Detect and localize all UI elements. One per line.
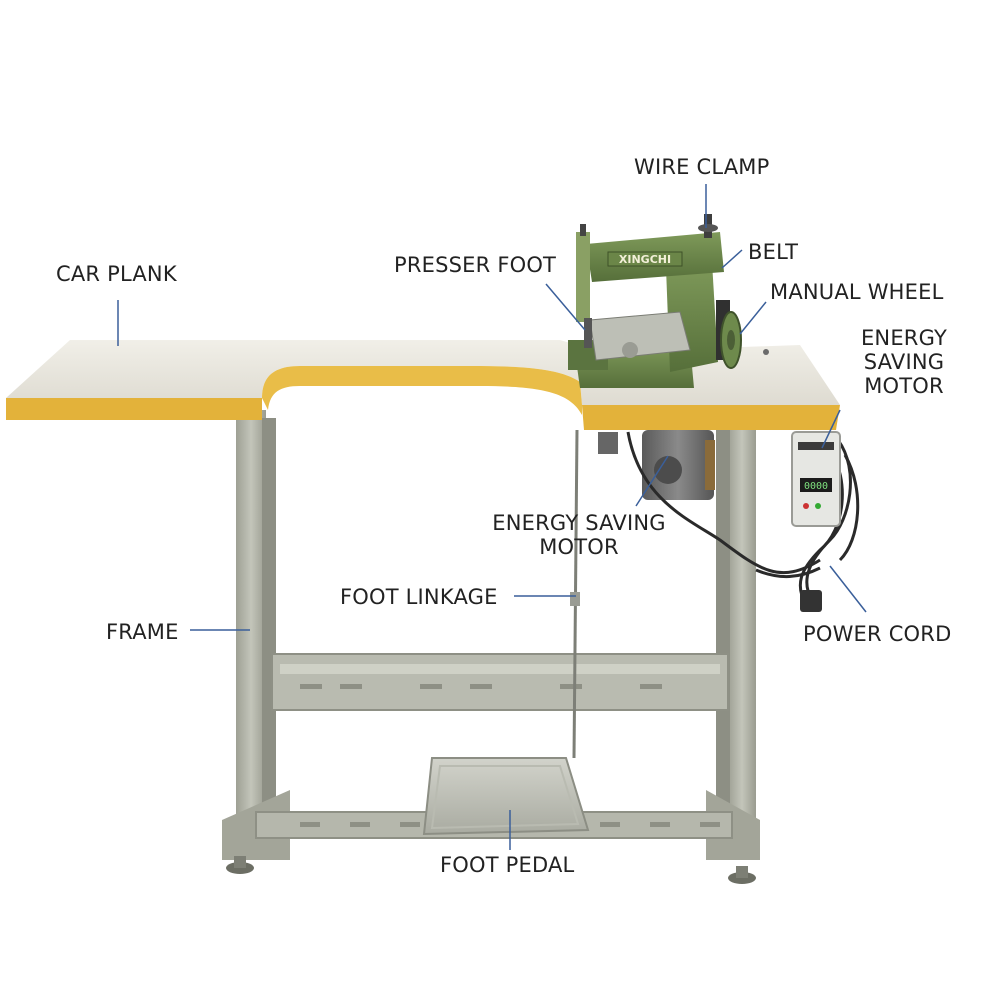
- presser-foot-label: PRESSER FOOT: [394, 253, 557, 277]
- controller-readout: 0000: [804, 481, 828, 492]
- wire-clamp-label: WIRE CLAMP: [634, 155, 770, 179]
- energy-saving-motor-controller: 0000: [791, 431, 841, 527]
- right-front-leg: [728, 420, 756, 840]
- left-rear-leg: [262, 418, 276, 818]
- cross-brace: [271, 653, 729, 711]
- car-plank-label: CAR PLANK: [56, 262, 177, 286]
- left-front-leg: [236, 410, 266, 840]
- leader-presser-foot: [545, 283, 586, 331]
- energy-saving-motor-right-line-2: SAVING: [863, 350, 945, 374]
- leader-power-cord: [829, 565, 867, 613]
- brand-plate: XINGCHI: [619, 253, 671, 266]
- sewing-machine-head: XINGCHI: [568, 214, 742, 388]
- cross-brace-highlight: [280, 664, 720, 674]
- energy-saving-motor-center-line-2: MOTOR: [539, 535, 619, 559]
- foot-pedal-label: FOOT PEDAL: [440, 853, 575, 877]
- leader-energy-saving-motor-center: [635, 455, 669, 507]
- manual-wheel-label: MANUAL WHEEL: [770, 280, 944, 304]
- presser-foot: [584, 318, 592, 348]
- bottom-rail-slots: [300, 822, 720, 827]
- right-rear-leg: [716, 428, 730, 808]
- under-table-motor: [598, 430, 715, 500]
- power-cord-label: POWER CORD: [803, 622, 952, 646]
- leader-energy-saving-motor-right: [821, 409, 841, 449]
- leader-belt: [721, 249, 743, 269]
- frame-label: FRAME: [106, 620, 179, 644]
- energy-saving-motor-center-line-1: ENERGY SAVING: [492, 511, 666, 535]
- energy-saving-motor-center-label: ENERGY SAVING MOTOR: [486, 511, 672, 559]
- foot-pedal: [422, 757, 590, 836]
- belt-label: BELT: [748, 240, 799, 264]
- linkage-joint: [570, 592, 580, 606]
- leader-manual-wheel: [739, 301, 767, 335]
- cross-brace-slots: [300, 684, 662, 689]
- leader-lines: [117, 184, 867, 850]
- energy-saving-motor-right-label: ENERGY SAVING MOTOR: [858, 326, 950, 398]
- plug: [800, 590, 822, 612]
- energy-saving-motor-right-line-1: ENERGY: [860, 326, 948, 350]
- energy-saving-motor-right-line-3: MOTOR: [864, 374, 944, 398]
- frame: [222, 410, 760, 884]
- foot-linkage-label: FOOT LINKAGE: [340, 585, 498, 609]
